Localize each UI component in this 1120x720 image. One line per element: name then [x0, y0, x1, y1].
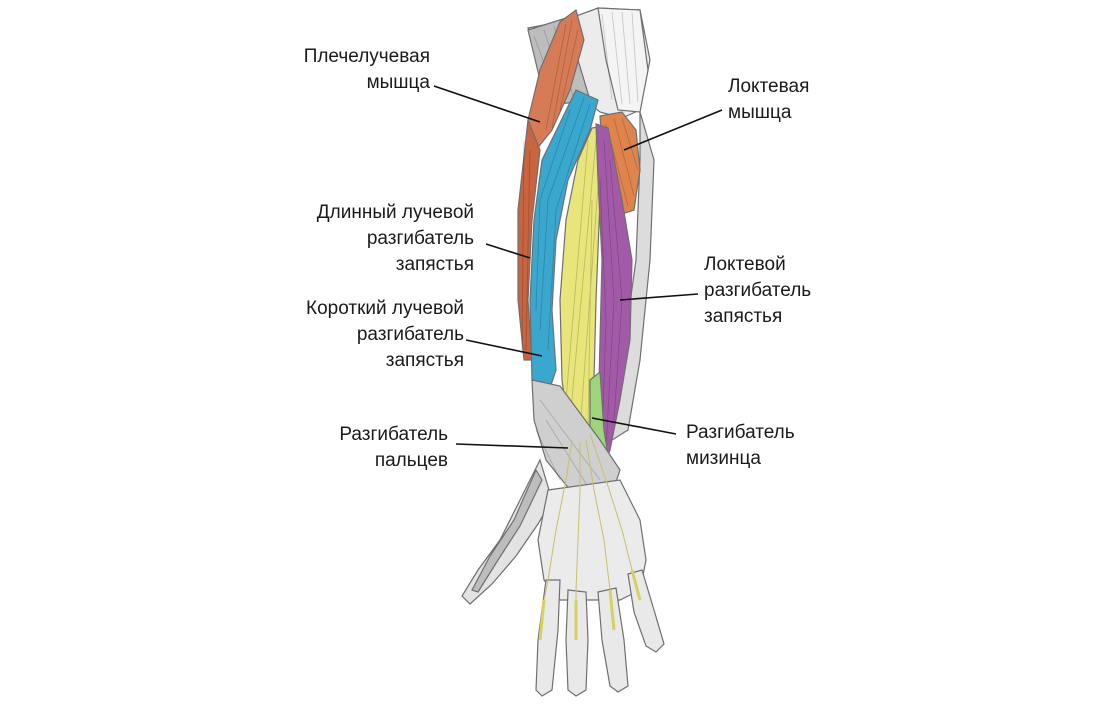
leader-ecrb — [465, 339, 543, 357]
index-finger — [535, 579, 561, 697]
label-line: Длинный лучевой — [317, 202, 474, 223]
label-ext-digitorum: Разгибатель пальцев — [339, 424, 448, 471]
hand-back — [537, 479, 647, 601]
label-ecrb: Короткий лучевой разгибатель запястья — [306, 298, 464, 371]
label-ecrl: Длинный лучевой разгибатель запястья — [317, 202, 474, 275]
label-anconeus: Локтевая мышца — [728, 76, 809, 123]
leader-lines — [433, 85, 723, 449]
leader-ecu — [619, 293, 699, 301]
ext-carpi-radialis-brevis-muscle — [529, 89, 599, 402]
label-line: Плечелучевая — [304, 46, 430, 67]
label-line: запястья — [704, 306, 782, 327]
label-line: Разгибатель — [339, 424, 448, 445]
leader-ext-digitorum — [455, 443, 569, 449]
label-line: Разгибатель — [686, 422, 795, 443]
label-line: пальцев — [375, 450, 448, 471]
leader-ext-digiti-minimi — [591, 417, 677, 435]
label-line: разгибатель — [357, 324, 464, 345]
leader-anconeus — [623, 109, 723, 151]
ext-digitorum-tendons — [538, 433, 642, 641]
label-line: запястья — [396, 254, 474, 275]
label-ext-digiti-minimi: Разгибатель мизинца — [686, 422, 795, 469]
label-line: Локтевая — [728, 76, 809, 97]
arm-illustration — [461, 7, 665, 697]
thumb-tendon — [471, 468, 543, 593]
label-line: мизинца — [686, 448, 761, 469]
ext-carpi-ulnaris-muscle — [595, 123, 633, 471]
brachioradialis-muscle — [527, 8, 585, 152]
label-line: мышца — [728, 102, 792, 123]
label-ecu: Локтевой разгибатель запястья — [704, 254, 811, 327]
label-line: Локтевой — [704, 254, 786, 275]
leader-brachioradialis — [433, 85, 541, 123]
leader-ecrl — [485, 243, 531, 259]
little-finger — [627, 569, 665, 653]
ring-finger — [597, 587, 629, 693]
label-line: мышца — [367, 72, 431, 93]
middle-finger — [565, 589, 589, 697]
label-line: запястья — [386, 350, 464, 371]
label-line: разгибатель — [704, 280, 811, 301]
label-line: разгибатель — [367, 228, 474, 249]
label-brachioradialis: Плечелучевая мышца — [304, 46, 431, 93]
label-line: Короткий лучевой — [306, 298, 464, 319]
